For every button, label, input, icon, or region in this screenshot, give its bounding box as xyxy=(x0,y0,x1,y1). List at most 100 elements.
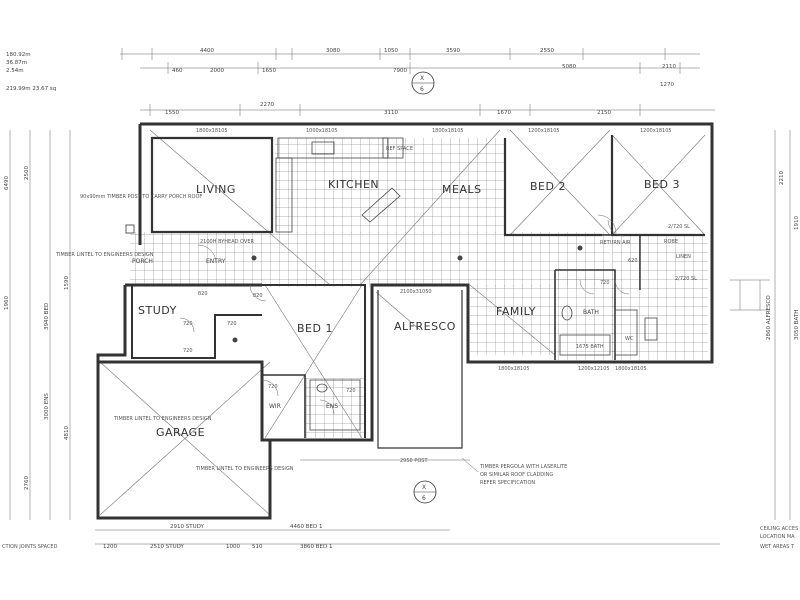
section-letter-bottom: X xyxy=(422,484,426,491)
dim-top-9: 7900 xyxy=(393,68,407,74)
door-tag: 720 xyxy=(227,321,237,327)
dim-right: 2860 ALFRESCO xyxy=(766,295,772,340)
note-control-joints: CTION JOINTS SPACED xyxy=(2,544,58,550)
kitchen-joinery xyxy=(275,137,658,431)
dim-left: 1960 xyxy=(4,296,10,310)
door-tag: 2/720 SL xyxy=(668,224,690,230)
window-tag: 1800x18105 xyxy=(498,366,530,372)
room-alfresco: ALFRESCO xyxy=(394,320,456,333)
room-bed3: BED 3 xyxy=(644,178,680,191)
tiled-floor xyxy=(130,138,708,438)
note-return-air: RETURN AIR xyxy=(600,240,631,246)
dim-left: 4810 xyxy=(64,426,70,440)
note-ref-space: REF SPACE xyxy=(386,146,413,152)
walls xyxy=(96,122,714,520)
area-line-3: 2.54m xyxy=(6,68,24,74)
dim-top-8: 1650 xyxy=(262,68,276,74)
room-bed1: BED 1 xyxy=(297,322,333,335)
note-ceiling-1: CEILING ACCES xyxy=(760,526,798,532)
dim-left: 6490 xyxy=(4,176,10,190)
door-tag: 820 xyxy=(198,291,208,297)
note-bath: 1675 BATH xyxy=(576,344,604,350)
dim-bottom: 1000 xyxy=(226,544,240,550)
dim-bottom: 2910 STUDY xyxy=(170,524,205,530)
dim-top-12: 1270 xyxy=(660,82,674,88)
room-entry: ENTRY xyxy=(206,258,226,265)
note-garage-lintel-1: TIMBER LINTEL TO ENGINEERS DESIGN xyxy=(113,416,212,422)
note-ceiling-2: LOCATION MA xyxy=(760,534,795,540)
section-number-bottom: 6 xyxy=(422,495,426,502)
section-marker-top: X 6 xyxy=(411,71,435,95)
dim-bottom: 510 xyxy=(252,544,263,550)
area-line-4: 219.99m 23.67 sq xyxy=(6,86,56,92)
door-tag: 620 xyxy=(628,258,638,264)
door-swings xyxy=(179,214,630,415)
door-tag: 2/720 SL xyxy=(675,276,697,282)
dim-top-10: 5080 xyxy=(562,64,576,70)
note-wc: WC xyxy=(625,336,634,342)
room-porch: PORCH xyxy=(132,258,153,265)
dim-left: 2500 xyxy=(24,166,30,180)
dim-top-6: 460 xyxy=(172,68,183,74)
dim-right: 2210 xyxy=(779,171,785,185)
bottom-dimension-lines: 2910 STUDY 4460 BED 1 1200 2510 STUDY 10… xyxy=(95,459,720,550)
note-alfresco-top: 2100x31050 xyxy=(400,289,432,295)
room-ens: ENS xyxy=(326,403,338,410)
note-ceiling-3: WET AREAS T xyxy=(760,544,795,550)
left-dimension-lines: 6490 2500 3940 BED 3000 ENS 2760 4810 19… xyxy=(4,130,71,520)
top-dimension-lines: 4400 3080 1050 3590 2550 460 2000 1650 7… xyxy=(120,48,715,116)
room-bed2: BED 2 xyxy=(530,180,566,193)
annotations: 90x90mm TIMBER POST TO CARRY PORCH ROOF … xyxy=(2,146,798,550)
room-study: STUDY xyxy=(138,304,177,317)
dim-left: 3940 BED xyxy=(44,303,50,330)
window-tag: 1800x18105 xyxy=(432,128,464,134)
note-entry-bulkhead: 2100H BYHEAD OVER xyxy=(200,239,254,245)
dim-top-2: 3080 xyxy=(326,48,340,54)
door-tag: 720 xyxy=(346,388,356,394)
dim-bottom: 3860 BED 1 xyxy=(300,544,332,550)
window-tag: 1200x18105 xyxy=(640,128,672,134)
section-letter: X xyxy=(420,75,424,82)
dim-top-1: 4400 xyxy=(200,48,214,54)
window-tag: 1800x18105 xyxy=(615,366,647,372)
room-wir: WIR xyxy=(269,403,281,410)
note-pergola-3: REFER SPECIFICATION xyxy=(480,480,535,486)
dim-top-4: 3590 xyxy=(446,48,460,54)
dim-left: 2760 xyxy=(24,476,30,490)
window-tag: 1000x18105 xyxy=(306,128,338,134)
room-robe: ROBE xyxy=(664,239,678,245)
dim-top-5: 2550 xyxy=(540,48,554,54)
room-living: LIVING xyxy=(196,183,236,196)
note-garage-lintel-2: TIMBER LINTEL TO ENGINEERS DESIGN xyxy=(195,466,294,472)
dim-bottom: 2510 STUDY xyxy=(150,544,185,550)
dim-top-11: 2110 xyxy=(662,64,676,70)
window-tag: 1800x18105 xyxy=(196,128,228,134)
window-tag: 1200x12105 xyxy=(578,366,610,372)
ceiling-diagonals xyxy=(99,129,706,516)
dim-bottom: 1200 xyxy=(103,544,117,550)
dim-top-16: 2150 xyxy=(597,110,611,116)
room-kitchen: KITCHEN xyxy=(328,178,379,191)
dim-top-7: 2000 xyxy=(210,68,224,74)
dim-left: 1590 xyxy=(64,276,70,290)
section-marker-bottom: X 6 xyxy=(413,480,437,504)
dim-top-13: 2270 xyxy=(260,102,274,108)
note-pergola-2: OR SIMILAR ROOF CLADDING xyxy=(480,472,553,478)
dim-bottom: 4460 BED 1 xyxy=(290,524,322,530)
note-pergola-1: TIMBER PERGOLA WITH LASERLITE xyxy=(479,464,567,470)
porch-post xyxy=(125,224,135,234)
dim-right: 1910 xyxy=(794,216,800,230)
room-bath: BATH xyxy=(583,309,599,316)
door-tag: 720 xyxy=(600,280,610,286)
area-line-1: 180.92m xyxy=(6,52,31,58)
dim-top-14: 3110 xyxy=(384,110,398,116)
dim-left: 3000 ENS xyxy=(44,393,50,420)
room-labels: LIVING KITCHEN MEALS BED 2 BED 3 STUDY B… xyxy=(132,178,691,439)
area-summary: 180.92m 36.87m 2.54m 219.99m 23.67 sq xyxy=(6,52,56,92)
note-lintel-left: TIMBER LINTEL TO ENGINEERS DESIGN xyxy=(55,252,154,258)
room-linen: LINEN xyxy=(676,254,691,260)
door-tag: 720 xyxy=(183,321,193,327)
section-number: 6 xyxy=(420,86,424,93)
room-meals: MEALS xyxy=(442,183,482,196)
